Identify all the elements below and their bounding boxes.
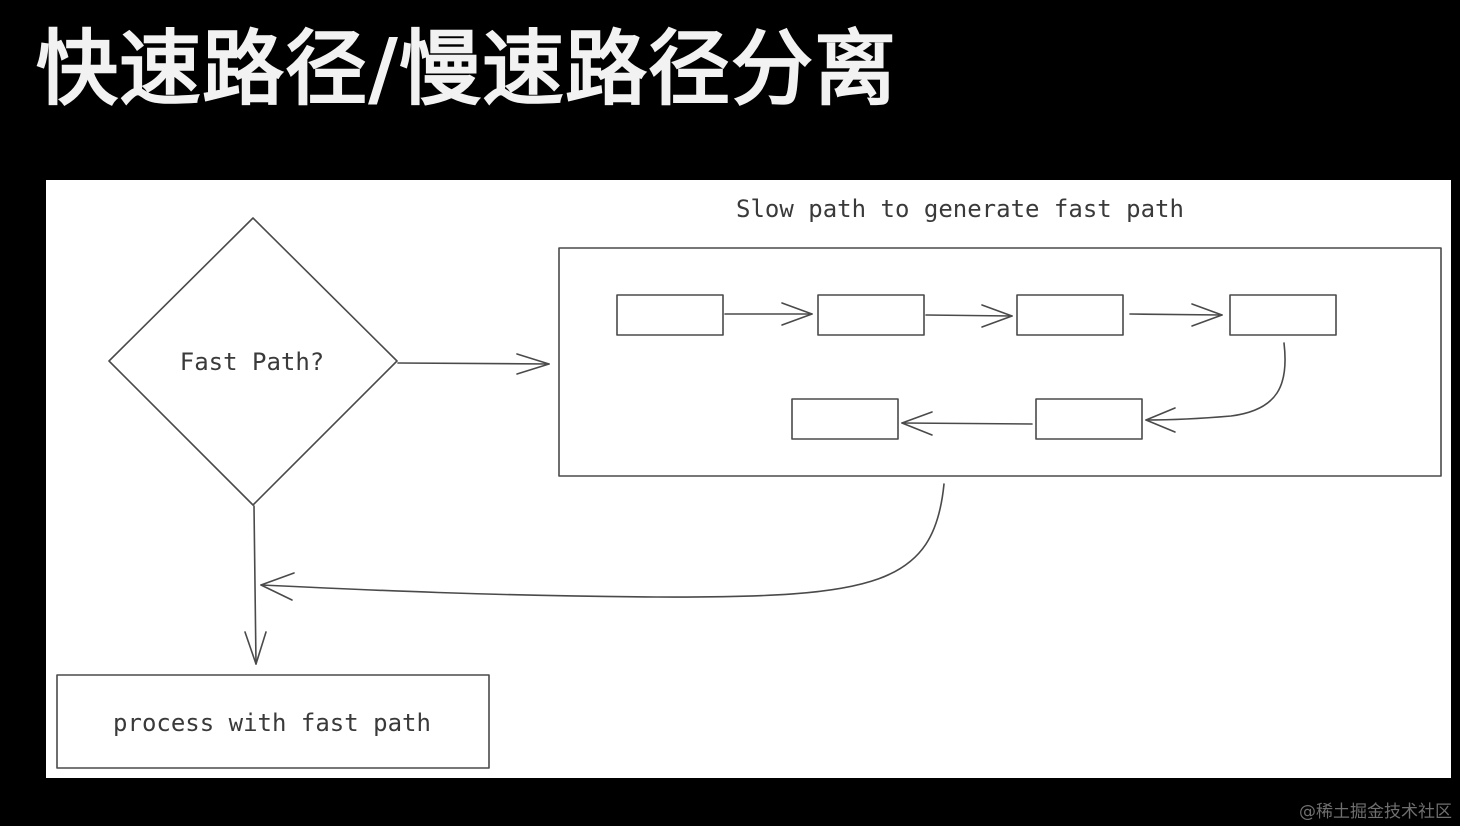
- decision-label: Fast Path?: [180, 348, 325, 376]
- diagram-canvas: Slow path to generate fast path Fast Pat…: [46, 180, 1451, 778]
- decision-diamond: [108, 217, 398, 506]
- watermark: @稀土掘金技术社区: [1299, 802, 1452, 822]
- slow-path-container: [558, 247, 1442, 477]
- arrow-step-5-6: [901, 411, 1033, 436]
- flowchart: Slow path to generate fast path Fast Pat…: [56, 195, 1442, 769]
- step-box-2: [817, 294, 925, 336]
- arrow-step-4-5: [1145, 342, 1286, 433]
- step-box-5: [1035, 398, 1143, 440]
- process-label: process with fast path: [113, 709, 431, 737]
- step-box-6: [791, 398, 899, 440]
- arrow-to-slow-path: [397, 353, 550, 375]
- step-box-1: [616, 294, 724, 336]
- arrow-step-1-2: [724, 302, 813, 326]
- arrow-to-process: [244, 505, 267, 665]
- slow-path-label: Slow path to generate fast path: [736, 195, 1184, 223]
- arrow-slow-path-return: [260, 483, 945, 601]
- slide-title: 快速路径/慢速路径分离: [36, 22, 897, 117]
- arrow-step-3-4: [1129, 303, 1223, 327]
- arrow-step-2-3: [925, 304, 1013, 328]
- step-box-3: [1016, 294, 1124, 336]
- process-box: [56, 674, 490, 769]
- step-box-4: [1229, 294, 1337, 336]
